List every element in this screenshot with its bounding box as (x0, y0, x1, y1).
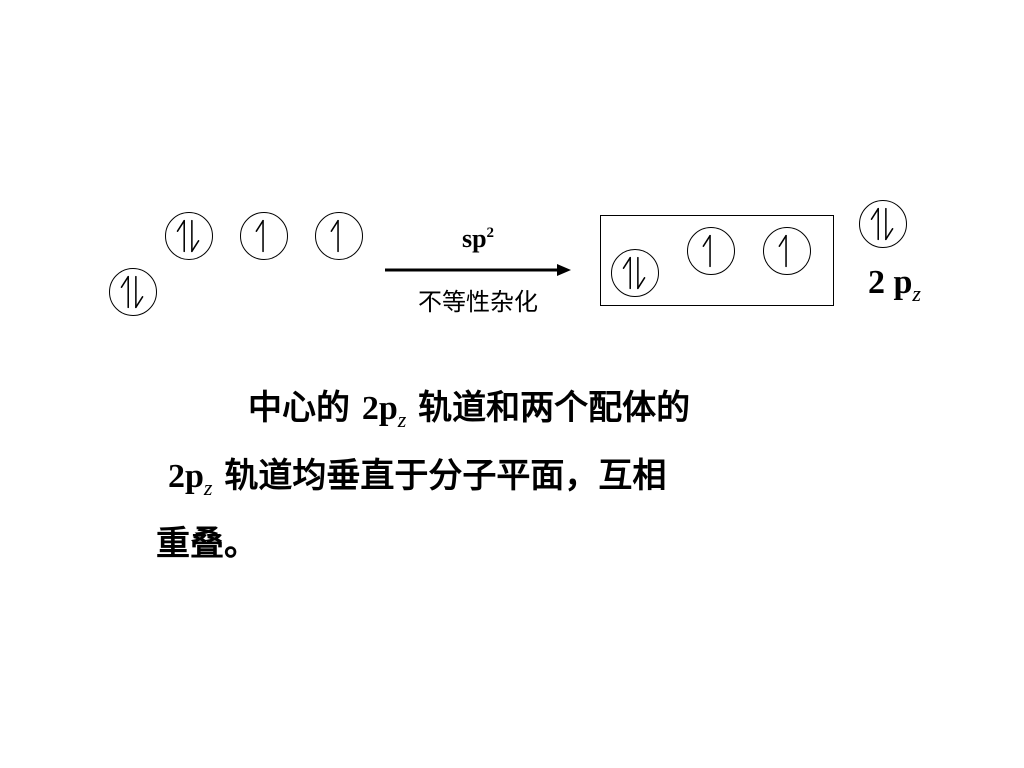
single-electron-icon (702, 234, 711, 268)
sp2-label: sp2 (461, 224, 495, 253)
hybridization-arrow: sp2 不等性杂化 (383, 222, 573, 322)
orbital-left-paired-high (165, 212, 213, 260)
orbital-hybrid-single-2 (763, 227, 811, 275)
paired-electrons-icon (622, 256, 646, 290)
explanation-paragraph: 中心的 2pz 轨道和两个配体的 2pz 轨道均垂直于分子平面，互相 重叠。 (156, 374, 876, 578)
paragraph-line-3: 重叠。 (156, 524, 258, 564)
orbital-hybrid-paired (611, 249, 659, 297)
paragraph-line-2: 2pz 轨道均垂直于分子平面，互相 (168, 456, 667, 500)
paired-electrons-icon (176, 219, 200, 253)
arrow-right-icon (385, 264, 571, 276)
single-electron-icon (778, 234, 787, 268)
orbital-left-paired-low (109, 268, 157, 316)
2pz-label: 2 pz (868, 264, 921, 306)
unequal-hybridization-label: 不等性杂化 (418, 288, 538, 316)
orbital-2pz (859, 200, 907, 248)
single-electron-icon (330, 219, 339, 253)
orbital-left-single-1 (240, 212, 288, 260)
paragraph-line-1: 中心的 2pz 轨道和两个配体的 (248, 388, 691, 432)
paired-electrons-icon (120, 275, 144, 309)
orbital-left-single-2 (315, 212, 363, 260)
paired-electrons-icon (870, 207, 894, 241)
single-electron-icon (255, 219, 264, 253)
hybrid-orbitals-box (600, 215, 834, 306)
orbital-hybrid-single-1 (687, 227, 735, 275)
